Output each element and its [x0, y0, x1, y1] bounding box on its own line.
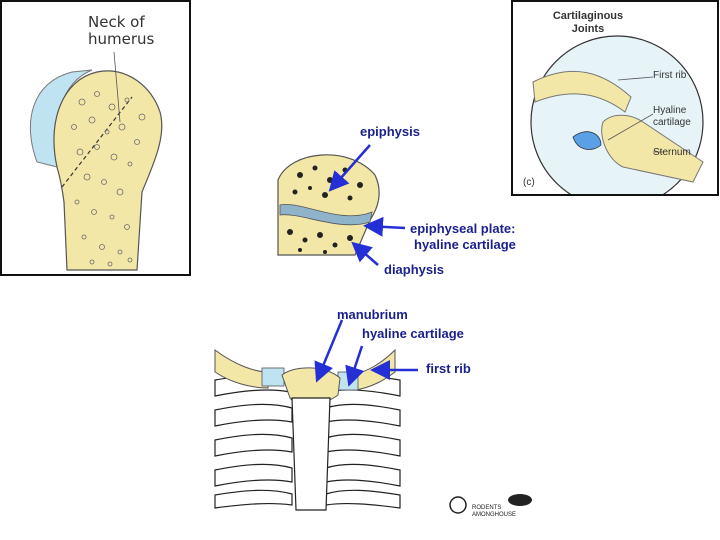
humerus-illustration: [30, 51, 163, 271]
sternum-label: Sternum: [653, 147, 691, 158]
epiphysis-label: epiphysis: [360, 124, 420, 139]
first-rib-label: First rib: [653, 70, 687, 81]
sternum-hyaline-cartilage-label: hyaline cartilage: [362, 326, 464, 341]
joint-illustration: [530, 35, 704, 194]
first-rib-label: first rib: [426, 361, 471, 376]
watermark-text: RODENTS AMONGHOUSE: [472, 505, 517, 518]
hyaline-cartilage-label: Hyaline cartilage: [653, 105, 691, 128]
humerus-panel: Neck of humerus: [0, 0, 191, 276]
cartilaginous-joints-panel: Cartilaginous Joints First rib Hyaline c…: [511, 0, 719, 196]
epiphyseal-plate-label: epiphyseal plate:: [410, 221, 516, 236]
sternum-illustration: [214, 319, 418, 511]
diaphysis-label: diaphysis: [384, 262, 444, 277]
joint-title: Cartilaginous Joints: [552, 10, 624, 35]
hyaline-cartilage-label: hyaline cartilage: [414, 237, 516, 252]
panel-letter: (c): [523, 177, 535, 188]
neck-of-humerus-label: Neck of humerus: [88, 13, 155, 48]
manubrium-label: manubrium: [337, 307, 408, 322]
